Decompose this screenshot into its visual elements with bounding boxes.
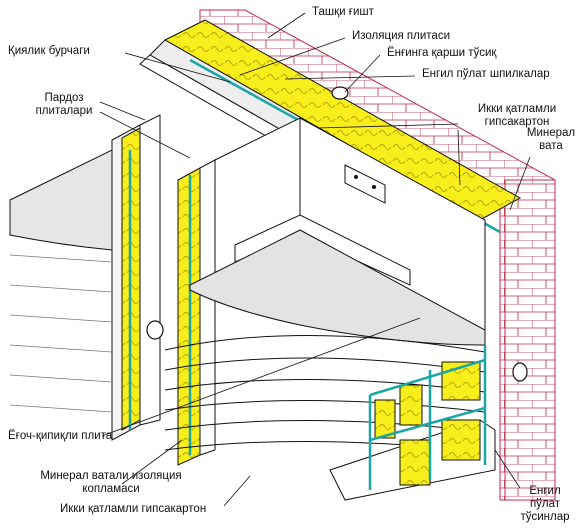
label-mineral-blanket-line1: Минерал ватали изоляция (40, 470, 182, 482)
label-double-gypsum-top-line1: Икки қатламли (477, 103, 557, 115)
inner-wall (177, 159, 216, 466)
label-finish-panels-line2: плиталари (35, 105, 93, 117)
label-finish-panels: Пардоз плиталари (26, 92, 102, 118)
lower-left-floor (9, 149, 113, 413)
cable-grommets (146, 86, 528, 382)
power-outlet (344, 164, 386, 204)
label-steel-joists: Енгил пўлат тўсинлар (514, 485, 576, 524)
label-double-gypsum-top: Икки қатламли гипсакартон (462, 103, 572, 129)
label-outer-brick: Ташқи ғишт (312, 6, 374, 18)
label-mineral-wool-line1: Минерал (526, 127, 576, 139)
label-osb-plate: Ёғоч-қипиқли плита (8, 430, 113, 442)
steel-joists (368, 345, 487, 490)
label-finish-panels-line1: Пардоз (44, 92, 84, 104)
label-mineral-wool: Минерал вата (520, 127, 582, 153)
label-steel-joists-line2: пўлат (529, 498, 561, 510)
label-double-gypsum-top-line2: гипсакартон (484, 116, 550, 128)
label-mineral-wool-line2: вата (539, 140, 563, 152)
label-steel-joists-line1: Енгил (529, 485, 561, 497)
label-double-gypsum-bottom: Икки қатламли гипсакартон (60, 503, 207, 515)
label-mineral-blanket: Минерал ватали изоляция копламаси (36, 470, 186, 496)
leader-lines (99, 12, 531, 507)
label-mineral-blanket-line2: копламаси (82, 483, 140, 495)
label-slab-insulation: Изоляция плитаси (352, 30, 450, 42)
left-wall (111, 114, 161, 441)
label-fire-barrier: Ёнғинга қарши тўсиқ (387, 47, 497, 59)
label-steel-joists-line3: тўсинлар (520, 511, 570, 523)
label-corner-beam: Қиялик бурчаги (8, 45, 90, 57)
label-light-steel-studs: Енгил пўлат шпилкалар (422, 68, 550, 80)
room (189, 117, 486, 346)
